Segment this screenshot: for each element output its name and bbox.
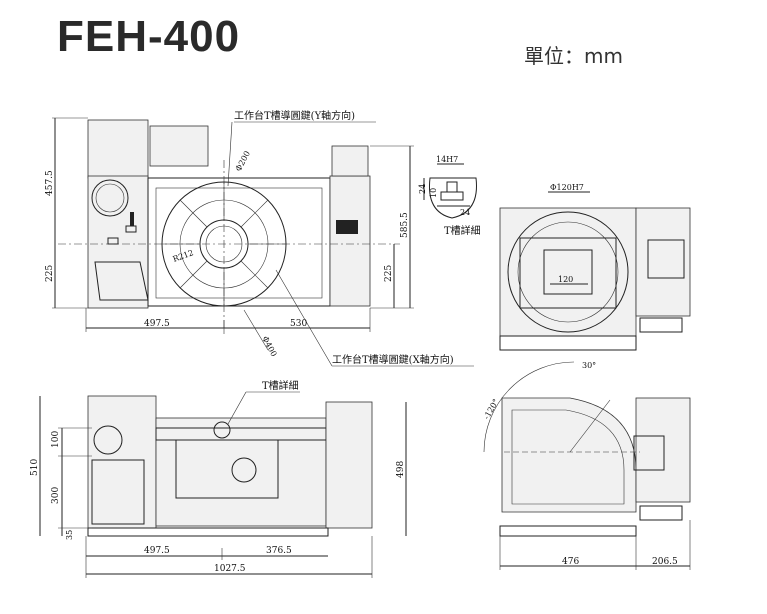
- section-base: [499, 335, 637, 351]
- dim-section-inner: 120: [558, 275, 573, 284]
- callout-tslot-detail-front: T槽詳細: [262, 379, 299, 392]
- top-table-plate: [147, 177, 331, 307]
- side-tilt-line: [569, 399, 611, 453]
- top-motor-housing: [87, 119, 149, 179]
- side-body-inner: [511, 409, 625, 505]
- tslot-line-nw: [179, 199, 208, 228]
- dim-front-base: 35: [65, 530, 74, 540]
- side-body: [501, 397, 637, 513]
- side-foot: [639, 505, 683, 521]
- section-motor-window: [647, 239, 685, 279]
- tslot-detail: 14H7 24 10 24 T槽詳細: [418, 155, 481, 237]
- dim-top-r212: R212: [172, 248, 195, 264]
- dim-top-dia400: Φ400: [260, 335, 278, 358]
- dim-tslot-bottom: 24: [460, 208, 470, 217]
- tslot-profile: [428, 177, 477, 219]
- tslot-base: [440, 191, 464, 201]
- dim-top-right-total: 585.5: [400, 212, 410, 238]
- top-block-1: [125, 225, 137, 233]
- top-left-cover-inner: [95, 183, 125, 213]
- side-view: 30° -120° 476 206.5: [482, 361, 691, 570]
- model-title: FEH-400: [57, 12, 241, 61]
- leader-x-slot: [275, 269, 333, 367]
- dim-top-right-lower: 225: [384, 265, 394, 282]
- side-base: [499, 525, 637, 537]
- front-face: [175, 439, 279, 499]
- dim-side-bottom-right: 206.5: [652, 557, 678, 567]
- section-bore: [543, 249, 593, 295]
- front-view: T槽詳細 510 100 300 35 498 497.5 376.5 1027…: [30, 379, 407, 578]
- side-window: [633, 435, 665, 471]
- top-table-inner: [155, 187, 323, 299]
- dim-front-upper: 100: [51, 431, 61, 448]
- side-right-motor: [635, 397, 691, 503]
- unit-label: 單位：mm: [524, 44, 623, 68]
- top-lever: [130, 212, 134, 226]
- dim-front-overall: 1027.5: [214, 564, 246, 574]
- dim-top-left-upper: 457.5: [45, 170, 55, 196]
- top-left-cover: [91, 179, 129, 217]
- dim-side-tilt-neg: -120°: [482, 397, 501, 421]
- dim-section-bore: Φ120H7: [550, 183, 584, 192]
- front-base: [87, 527, 329, 537]
- tslot-line-ne: [240, 199, 269, 228]
- top-right-module: [329, 175, 371, 307]
- section-housing: [499, 207, 637, 337]
- section-right-motor: [635, 207, 691, 317]
- tslot-line-se: [240, 260, 269, 289]
- dim-side-bottom-left: 476: [562, 557, 579, 567]
- tslot-line-sw: [179, 260, 208, 289]
- callout-y-slot: 工作台T槽導圓鍵(Y軸方向): [234, 109, 355, 122]
- front-port: [231, 457, 257, 483]
- section-disc: [507, 211, 629, 333]
- leader-y-slot: [227, 121, 233, 187]
- front-tslot-marker: [213, 421, 231, 439]
- dim-front-mid: 300: [51, 487, 61, 504]
- front-left-panel: [91, 459, 145, 525]
- dim-front-bottom-right: 376.5: [266, 546, 292, 556]
- section-foot: [639, 317, 683, 333]
- dim-side-tilt-pos: 30°: [582, 361, 596, 370]
- leader-front-tslot: [227, 391, 247, 425]
- top-nameplate: [336, 220, 358, 234]
- dim-front-total: 510: [30, 459, 40, 476]
- dim-top-bottom-left: 497.5: [144, 319, 170, 329]
- dim-top-bottom-right: 530: [290, 319, 307, 329]
- top-motor-cap: [149, 125, 209, 167]
- section-disc-inner: [517, 221, 619, 323]
- dim-tslot-depth1: 24: [418, 184, 427, 194]
- front-left-body: [87, 395, 157, 529]
- dim-front-right: 498: [396, 461, 406, 478]
- dim-top-left-lower: 225: [45, 265, 55, 282]
- dim-tslot-depth2: 10: [429, 188, 438, 198]
- dim-tslot-top: 14H7: [436, 155, 458, 164]
- dim-front-bottom-left: 497.5: [144, 546, 170, 556]
- dim-top-dia200: Φ200: [234, 149, 252, 172]
- leader-dia400: [243, 309, 269, 351]
- front-right-module: [325, 401, 373, 529]
- front-center-body: [155, 417, 327, 527]
- section-view: Φ120H7 120: [499, 183, 691, 351]
- callout-x-slot: 工作台T槽導圓鍵(X軸方向): [332, 353, 454, 366]
- callout-tslot-detail-top: T槽詳細: [444, 224, 481, 237]
- top-right-cap: [331, 145, 369, 177]
- side-tilt-arc: [483, 361, 575, 453]
- top-view: 工作台T槽導圓鍵(Y軸方向) 工作台T槽導圓鍵(X軸方向) 457.5 225 …: [45, 109, 474, 367]
- front-left-cover: [93, 425, 123, 455]
- section-cut: [519, 237, 617, 309]
- tslot-neck: [446, 181, 458, 193]
